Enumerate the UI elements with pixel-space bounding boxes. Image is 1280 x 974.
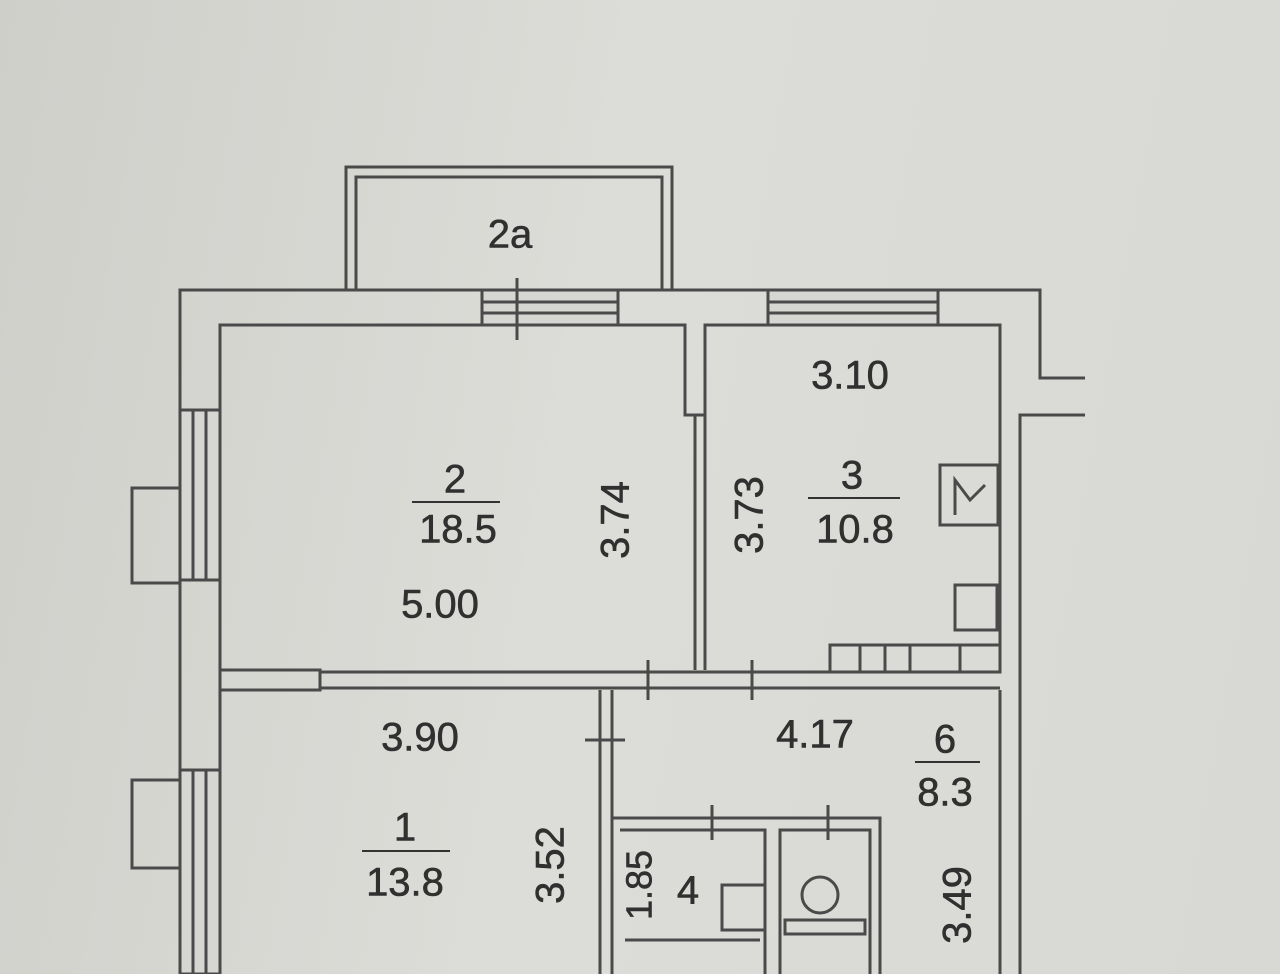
room-2-depth: 3.74 xyxy=(594,481,638,559)
room-4-depth: 1.85 xyxy=(619,850,660,920)
walls xyxy=(178,165,1085,974)
room-1-depth: 3.52 xyxy=(529,826,573,904)
room-2-area: 18.5 xyxy=(419,508,497,552)
room-3-depth: 3.73 xyxy=(728,476,772,554)
room-4-number: 4 xyxy=(677,869,699,913)
balcony-label: 2a xyxy=(488,213,533,257)
room-6-number: 6 xyxy=(934,718,956,762)
room-1-number: 1 xyxy=(394,806,416,850)
room-3-width: 3.10 xyxy=(811,354,889,398)
room-6-depth: 3.49 xyxy=(936,866,980,944)
room-1-width: 3.90 xyxy=(381,716,459,760)
windows xyxy=(130,278,940,974)
door-marks xyxy=(585,660,830,840)
room-6-area: 8.3 xyxy=(917,771,973,815)
room-labels: 2a 2 18.5 5.00 3.74 3 10.8 3.10 3.73 1 1… xyxy=(362,212,980,944)
room-1-area: 13.8 xyxy=(366,861,444,905)
room-2-width: 5.00 xyxy=(401,583,479,627)
room-6-width: 4.17 xyxy=(776,713,854,757)
room-3-area: 10.8 xyxy=(816,508,894,552)
room-3-number: 3 xyxy=(841,454,863,498)
room-2-number: 2 xyxy=(444,458,466,502)
